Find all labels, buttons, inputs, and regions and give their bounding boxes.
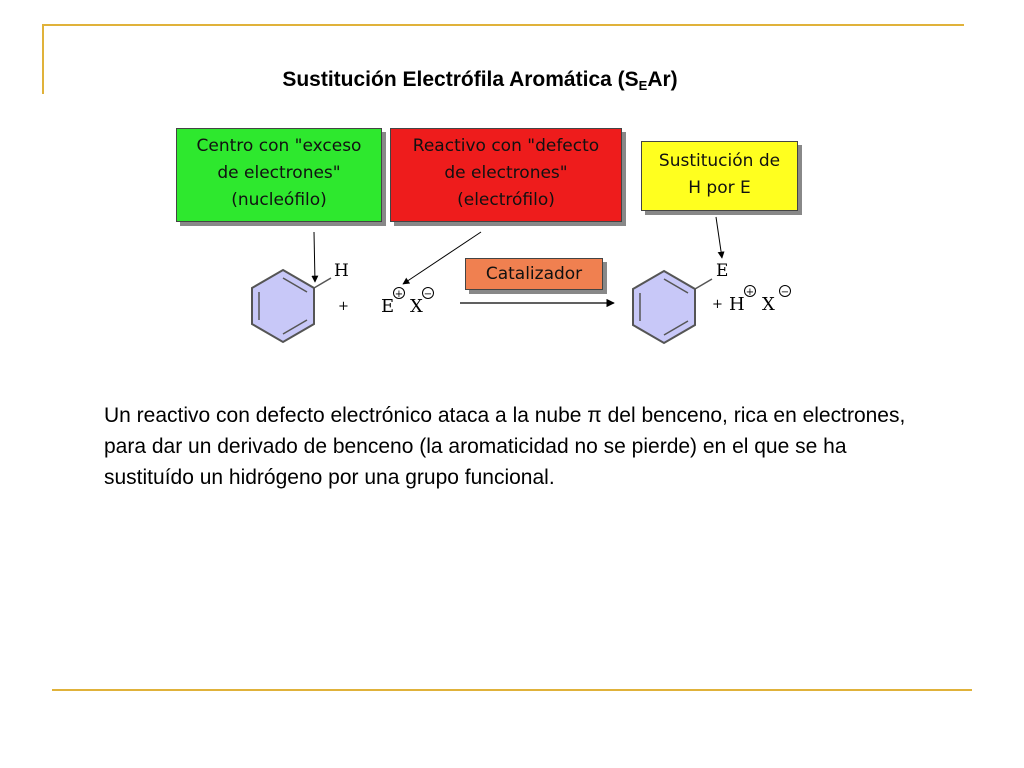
slide-title: Sustitución Electrófila Aromática (SEAr) (282, 68, 678, 93)
top-rule (42, 24, 964, 26)
electrophile-pointer-arrow (402, 231, 482, 285)
product-negative-charge-icon: − (779, 285, 791, 298)
proton-charge-icon: + (744, 285, 756, 298)
electrophile-box: Reactivo con "defecto de electrones" (el… (390, 128, 622, 222)
electrophile-label: E (381, 296, 394, 317)
counterion-label: X (410, 296, 423, 317)
nucleophile-pointer-arrow (311, 231, 319, 283)
negative-charge-icon: − (422, 287, 434, 300)
bottom-rule (52, 689, 972, 691)
explanation-paragraph: Un reactivo con defecto electrónico atac… (104, 404, 906, 489)
svg-text:−: − (781, 287, 789, 298)
product-e-label: E (716, 261, 728, 281)
proton-label: H (729, 294, 745, 315)
plus-sign-1: + (338, 299, 349, 314)
product-benzene (632, 269, 713, 345)
svg-text:+: + (746, 287, 754, 298)
product-counterion-label: X (762, 294, 775, 315)
substitution-pointer-arrow (715, 216, 725, 259)
plus-sign-2: + (712, 297, 723, 312)
svg-text:+: + (395, 289, 403, 300)
reactant-h-label: H (334, 261, 349, 281)
positive-charge-icon: + (393, 287, 405, 300)
left-rule (42, 24, 44, 94)
nucleophile-box: Centro con "exceso de electrones" (nucle… (176, 128, 382, 222)
substitution-box: Sustitución de H por E (641, 141, 798, 211)
svg-text:−: − (424, 289, 432, 300)
catalyst-box: Catalizador (465, 258, 603, 290)
reactant-benzene (251, 268, 332, 344)
